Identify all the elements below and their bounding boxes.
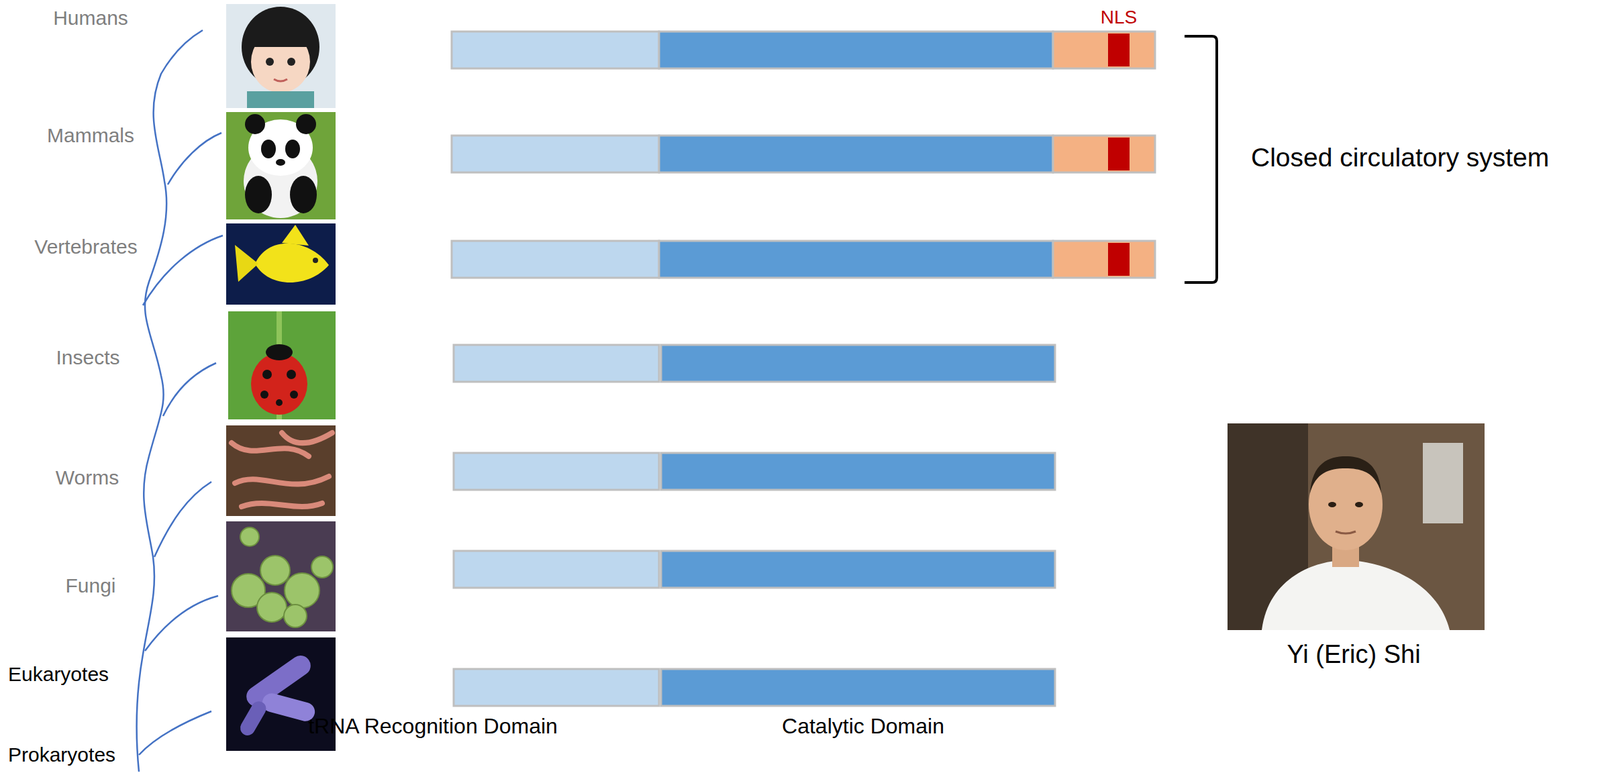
taxon-label: Mammals: [46, 124, 135, 148]
taxon-label: Fungi: [65, 574, 116, 598]
tree-branch: [167, 132, 222, 185]
tree-trunk: [136, 30, 203, 772]
taxon-label: Insects: [55, 346, 120, 370]
taxon-label: Humans: [53, 6, 129, 31]
tree-branch: [142, 235, 223, 306]
photo-panda: [226, 112, 336, 220]
nls-label: NLS: [1100, 6, 1137, 29]
photo-portrait: [1227, 423, 1485, 631]
photo-fungi: [226, 521, 336, 632]
taxon-label: Worms: [55, 466, 119, 490]
photo-fish: [226, 223, 336, 305]
domain-bars: [451, 31, 1156, 707]
tree-branch: [163, 363, 217, 417]
domain-label: tRNA Recognition Domain: [308, 714, 558, 739]
taxon-label: Prokaryotes: [8, 743, 116, 768]
bracket-label: Closed circulatory system: [1251, 142, 1549, 174]
phylo-tree: [136, 30, 223, 772]
photo-human: [226, 4, 336, 109]
photo-worms: [226, 425, 336, 517]
nls-segments: [1108, 33, 1130, 276]
tree-branch: [154, 481, 212, 558]
person-name: Yi (Eric) Shi: [1286, 640, 1421, 670]
bracket: [1184, 36, 1217, 283]
taxon-label: Eukaryotes: [8, 663, 109, 687]
photo-ladybug: [228, 311, 336, 420]
tree-branch: [138, 711, 212, 756]
domain-label: Catalytic Domain: [781, 714, 945, 739]
taxon-label: Vertebrates: [34, 235, 137, 260]
tree-branch: [144, 595, 219, 652]
